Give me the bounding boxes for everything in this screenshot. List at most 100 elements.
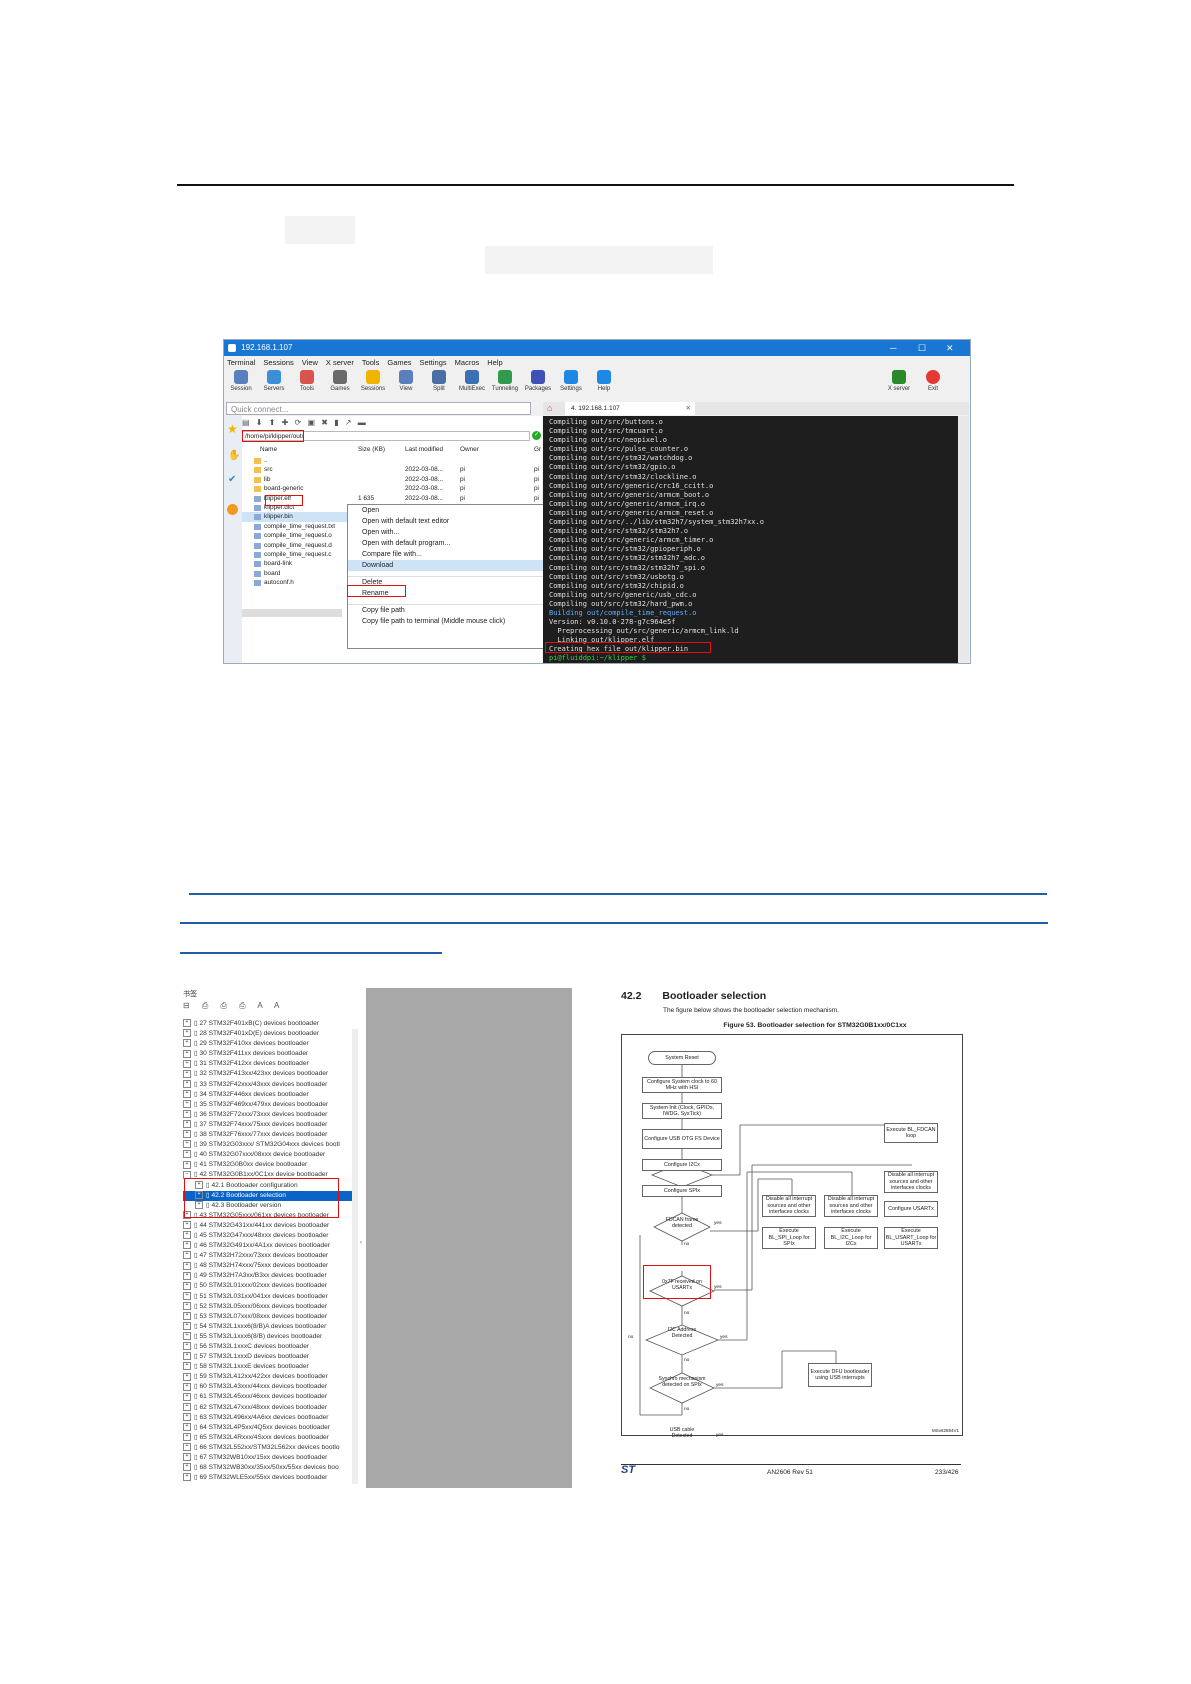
expand-toggle-icon[interactable]: + xyxy=(183,1120,191,1129)
file-row[interactable]: board-link xyxy=(242,559,542,568)
bookmark-item[interactable]: +▯ 37 STM32F74xxx/75xxx devices bootload… xyxy=(183,1120,358,1130)
bookmark-item[interactable]: +▯ 53 STM32L07xxx/08xxx devices bootload… xyxy=(183,1311,358,1322)
expand-toggle-icon[interactable]: + xyxy=(183,1150,191,1159)
expand-toggle-icon[interactable]: + xyxy=(183,1423,191,1431)
exit-button[interactable]: Exit xyxy=(918,370,948,392)
expand-toggle-icon[interactable]: + xyxy=(183,1059,191,1068)
bookmark-item[interactable]: +▯ 43 STM32G05xxx/061xx devices bootload… xyxy=(183,1211,358,1221)
context-menu-item[interactable]: Delete xyxy=(348,576,544,588)
menu-item[interactable]: View xyxy=(301,358,318,367)
bookmark-item[interactable]: +▯ 27 STM32F401xB(C) devices bootloader xyxy=(183,1019,358,1029)
file-row[interactable]: autoconf.h xyxy=(242,578,542,587)
bookmark-item[interactable]: +▯ 57 STM32L1xxxD devices bootloader xyxy=(183,1352,358,1362)
toolbar-tools-button[interactable]: Tools xyxy=(292,370,322,392)
col-name[interactable]: Name xyxy=(260,446,278,453)
bookmark-item[interactable]: +▯ 44 STM32G431xx/441xx devices bootload… xyxy=(183,1221,358,1231)
expand-toggle-icon[interactable]: + xyxy=(183,1342,191,1351)
bookmark-item[interactable]: +▯ 49 STM32H7A3xx/B3xx devices bootloade… xyxy=(183,1271,358,1281)
bookmark-item[interactable]: +▯ 42.1 Bootloader configuration xyxy=(183,1180,358,1191)
bookmark-item[interactable]: +▯ 55 STM32L1xxx6(8/B) devices bootloade… xyxy=(183,1332,358,1342)
bookmark-item[interactable]: +▯ 67 STM32WB10xx/15xx devices bootloade… xyxy=(183,1453,358,1463)
context-menu-item[interactable]: Open with... xyxy=(362,529,400,536)
hscroll[interactable] xyxy=(242,609,342,617)
bookmark-item[interactable]: +▯ 47 STM32H72xxx/73xxx devices bootload… xyxy=(183,1251,358,1261)
toolbar-help-button[interactable]: Help xyxy=(589,370,619,392)
bookmark-item[interactable]: +▯ 68 STM32WB30xx/35xx/50xx/55xx devices… xyxy=(183,1463,358,1473)
col-size[interactable]: Size (KB) xyxy=(358,446,385,453)
menu-item[interactable]: Macros xyxy=(454,358,480,367)
file-row[interactable]: compile_time_request.c xyxy=(242,550,542,559)
expand-toggle-icon[interactable]: + xyxy=(183,1029,191,1038)
expand-toggle-icon[interactable]: + xyxy=(183,1311,191,1320)
expand-toggle-icon[interactable]: + xyxy=(183,1221,191,1230)
toolbar-servers-button[interactable]: Servers xyxy=(259,370,289,392)
expand-toggle-icon[interactable]: + xyxy=(183,1362,191,1371)
bookmark-item[interactable]: +▯ 58 STM32L1xxxE devices bootloader xyxy=(183,1362,358,1372)
menu-item[interactable]: Help xyxy=(487,358,503,367)
bookmark-item[interactable]: +▯ 61 STM32L45xxx/46xxx devices bootload… xyxy=(183,1392,358,1402)
toolbar-sessions-button[interactable]: Sessions xyxy=(358,370,388,392)
expand-toggle-icon[interactable]: + xyxy=(183,1100,191,1108)
menu-item[interactable]: Settings xyxy=(419,358,447,367)
expand-toggle-icon[interactable]: + xyxy=(183,1473,191,1482)
file-row[interactable]: .. xyxy=(242,456,542,465)
context-menu-item[interactable]: Compare file with... xyxy=(362,551,422,558)
expand-toggle-icon[interactable]: + xyxy=(183,1352,191,1361)
context-menu-item[interactable]: Open xyxy=(362,507,380,514)
expand-toggle-icon[interactable]: + xyxy=(183,1140,191,1149)
check-icon[interactable]: ✔ xyxy=(228,474,237,485)
expand-toggle-icon[interactable]: + xyxy=(183,1322,191,1331)
home-tab-icon[interactable]: ⌂ xyxy=(547,403,553,413)
tab-close-icon[interactable]: ✕ xyxy=(685,405,691,412)
expand-toggle-icon[interactable]: + xyxy=(195,1190,203,1199)
menu-item[interactable]: Terminal xyxy=(227,358,256,367)
bookmark-item[interactable]: +▯ 29 STM32F410xx devices bootloader xyxy=(183,1039,358,1049)
toolbar-multiexec-button[interactable]: MultiExec xyxy=(457,370,487,392)
bookmark-item[interactable]: +▯ 36 STM32F72xxx/73xxx devices bootload… xyxy=(183,1110,358,1120)
bookmark-item[interactable]: +▯ 45 STM32G47xxx/48xxx devices bootload… xyxy=(183,1231,358,1241)
toolbar-session-button[interactable]: Session xyxy=(226,370,256,392)
bookmark-item[interactable]: +▯ 60 STM32L43xxx/44xxx devices bootload… xyxy=(183,1382,358,1392)
col-group[interactable]: Gr xyxy=(534,446,542,453)
bookmark-item[interactable]: +▯ 69 STM32WLE5xx/55xx devices bootloade… xyxy=(183,1473,358,1483)
x-server-button[interactable]: X server xyxy=(884,370,914,392)
bookmark-item[interactable]: +▯ 48 STM32H74xxx/75xxx devices bootload… xyxy=(183,1261,358,1271)
menu-item[interactable]: X server xyxy=(325,358,354,367)
bookmark-item[interactable]: +▯ 42.2 Bootloader selection xyxy=(183,1190,358,1201)
toolbar-split-button[interactable]: Split xyxy=(424,370,454,392)
minimize-icon[interactable]: ─ xyxy=(890,343,897,353)
star-icon[interactable]: ★ xyxy=(227,422,238,436)
bookmark-item[interactable]: +▯ 54 STM32L1xxx6(8/B)A devices bootload… xyxy=(183,1322,358,1332)
bookmark-item[interactable]: +▯ 35 STM32F469xx/479xx devices bootload… xyxy=(183,1100,358,1110)
bookmark-item[interactable]: +▯ 34 STM32F446xx devices bootloader xyxy=(183,1089,358,1100)
expand-toggle-icon[interactable]: + xyxy=(183,1211,191,1220)
expand-toggle-icon[interactable]: + xyxy=(183,1160,191,1169)
bookmark-item[interactable]: +▯ 64 STM32L4P5xx/4Q5xx devices bootload… xyxy=(183,1423,358,1433)
col-date[interactable]: Last modified xyxy=(405,446,444,453)
col-owner[interactable]: Owner xyxy=(460,446,479,453)
bookmark-item[interactable]: +▯ 65 STM32L4Rxxx/4Sxxx devices bootload… xyxy=(183,1433,358,1443)
expand-toggle-icon[interactable]: + xyxy=(195,1180,203,1189)
expand-toggle-icon[interactable]: + xyxy=(183,1433,191,1442)
expand-toggle-icon[interactable]: + xyxy=(183,1453,191,1462)
expand-toggle-icon[interactable]: + xyxy=(183,1019,191,1028)
toolbar-games-button[interactable]: Games xyxy=(325,370,355,392)
bookmark-item[interactable]: +▯ 66 STM32L552xx/STM32L562xx devices bo… xyxy=(183,1443,358,1453)
toolbar-settings-button[interactable]: Settings xyxy=(556,370,586,392)
expand-toggle-icon[interactable]: + xyxy=(183,1039,191,1048)
expand-toggle-icon[interactable]: + xyxy=(183,1392,191,1401)
session-tab[interactable]: 4. 192.168.1.107 ✕ xyxy=(565,402,695,415)
menu-item[interactable]: Sessions xyxy=(263,358,294,367)
expand-toggle-icon[interactable]: + xyxy=(183,1241,191,1250)
expand-toggle-icon[interactable]: + xyxy=(183,1291,191,1300)
expand-toggle-icon[interactable]: + xyxy=(183,1281,191,1290)
file-row[interactable]: board xyxy=(242,569,542,578)
context-menu-item[interactable]: Download xyxy=(348,560,544,571)
maximize-icon[interactable]: ☐ xyxy=(918,343,927,353)
bookmark-scrollbar[interactable] xyxy=(352,1029,358,1484)
bookmark-item[interactable]: +▯ 39 STM32G03xxx/ STM32G04xxx devices b… xyxy=(183,1140,358,1150)
bookmark-item[interactable]: +▯ 51 STM32L031xx/041xx devices bootload… xyxy=(183,1291,358,1302)
